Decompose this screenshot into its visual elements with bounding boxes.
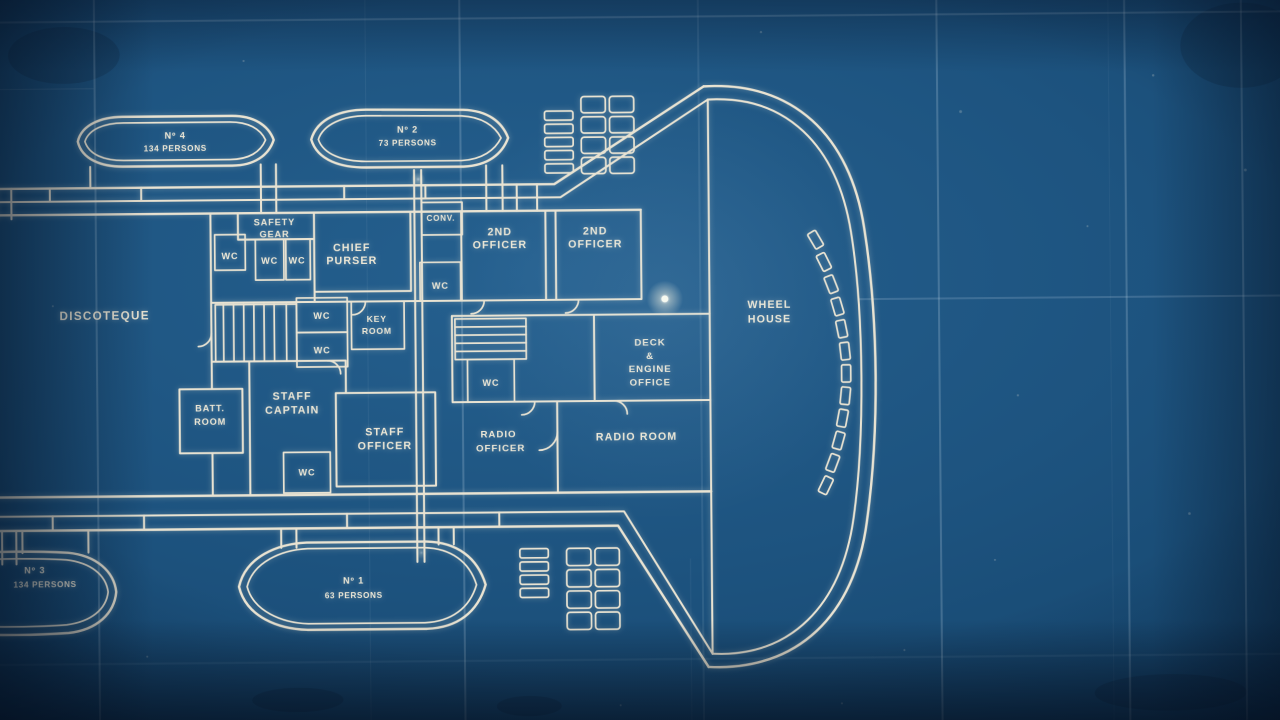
room-label-2nd-officer-a-1: 2ND [487,226,512,238]
room-label-staff-officer-1: STAFF [365,426,404,438]
staircase-mid [454,317,528,361]
lifeboat-no2: Nº 2 73 PERSONS [310,108,510,169]
room-label-safety-gear-1: SAFETY [254,217,296,227]
interior-walls [178,208,712,497]
bow-hull-inner [706,98,863,655]
room-label-key-room-1: KEY [367,314,387,324]
skylight-bottom [518,547,621,631]
room-label-deck-engine-3: ENGINE [629,364,672,375]
room-label-batt-room-1: BATT. [195,403,225,413]
room-label-chief-purser-1: CHIEF [333,242,371,254]
lifeboat-no1-capacity: 63 PERSONS [325,591,383,601]
lifeboat-no1-label: Nº 1 [343,576,364,586]
room-label-wc-3: WC [289,255,306,265]
room-label-wheel-house-2: HOUSE [748,313,792,325]
room-label-batt-room-2: ROOM [194,417,226,427]
lifeboat-no1: Nº 1 63 PERSONS [237,540,487,632]
room-label-safety-gear-2: GEAR [259,229,289,239]
lifeboat-no3-label: Nº 3 [24,565,45,575]
lifeboat-no4: Nº 4 134 PERSONS [76,114,275,168]
room-label-staff-captain-1: STAFF [273,390,312,402]
room-label-radio-officer-2: OFFICER [476,443,525,454]
room-label-wc-5: WC [313,311,330,321]
room-label-wc-7: WC [482,378,499,388]
staircase-port [214,303,298,363]
door-arcs [197,298,629,452]
room-label-radio-room: RADIO ROOM [596,431,678,444]
lifeboat-no4-label: Nº 4 [165,131,186,141]
superstructure-front-wall [706,98,714,655]
bow-hull-outer [702,84,877,669]
room-label-wc-4: WC [432,281,449,291]
room-label-discoteque: DISCOTEQUE [60,310,150,324]
room-label-staff-officer-2: OFFICER [358,440,413,452]
room-label-wc-1: WC [221,251,238,261]
lifeboat-no2-label: Nº 2 [397,125,418,135]
room-label-wc-2: WC [261,256,278,266]
room-label-key-room-2: ROOM [362,326,392,336]
room-label-staff-captain-2: CAPTAIN [265,405,319,417]
lifeboat-no4-inner [84,121,267,162]
room-label-deck-engine-1: DECK [634,338,665,349]
bridge-windows [806,229,852,496]
lifeboat-no2-capacity: 73 PERSONS [379,139,437,149]
room-label-wheel-house-1: WHEEL [747,299,791,311]
room-label-2nd-officer-a-2: OFFICER [473,239,528,251]
room-label-chief-purser-2: PURSER [326,255,377,267]
room-label-2nd-officer-b-2: OFFICER [568,238,623,250]
room-label-wc-8: WC [298,468,315,478]
lifeboat-no4-capacity: 134 PERSONS [144,144,207,154]
lifeboat-no3-inner [0,557,109,628]
mast-lines [413,169,426,563]
lifeboat-no3-capacity: 134 PERSONS [13,580,76,590]
paper-stains [8,2,1280,717]
room-label-deck-engine-2: & [646,351,654,362]
room-label-radio-officer-1: RADIO [480,429,516,440]
scratches [0,0,1115,720]
lifeboat-no1-inner [246,546,478,625]
room-label-2nd-officer-b-1: 2ND [583,225,608,237]
room-label-conv: CONV. [427,214,456,223]
room-label-wc-6: WC [314,346,331,356]
ship-drawing: Nº 4 134 PERSONS Nº 2 73 PERSONS Nº 1 63… [0,84,877,669]
room-label-deck-engine-4: OFFICE [630,377,671,388]
